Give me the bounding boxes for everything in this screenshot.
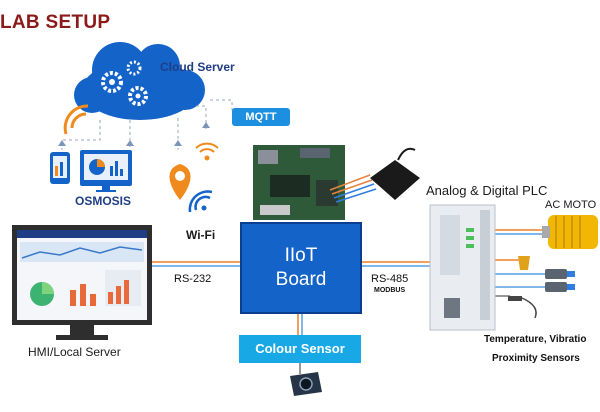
sensor-devices-image: [508, 256, 575, 319]
wifi-signal-icon: [63, 104, 89, 135]
sensors-line1: Temperature, Vibratio: [484, 334, 587, 345]
iiot-board-line2: Board: [275, 269, 327, 290]
gateway-device-image: [370, 147, 420, 200]
cloud-server-label: Cloud Server: [160, 60, 235, 74]
iiot-board-box: IIoT Board: [240, 222, 362, 314]
arrow-icons: [58, 122, 210, 146]
motor-label: AC MOTO: [545, 199, 597, 211]
plc-label: Analog & Digital PLC: [426, 183, 548, 198]
iiot-board-line1: IIoT: [284, 245, 318, 266]
hmi-label: HMI/Local Server: [28, 345, 121, 359]
tablet-icon: [50, 152, 70, 184]
motor-icon: [542, 215, 598, 249]
wifi-label: Wi-Fi: [186, 228, 216, 242]
page-title: LAB SETUP: [0, 12, 111, 33]
location-wifi-icon: [169, 142, 219, 213]
hmi-monitor-image: [12, 225, 152, 340]
plc-device-image: [429, 204, 496, 331]
sensors-line2: Proximity Sensors: [492, 353, 580, 364]
rs485-connection: [362, 261, 430, 267]
monitor-chart-icon: [80, 150, 132, 192]
circuit-board-image: [253, 145, 377, 220]
colour-sensor-box: Colour Sensor: [239, 335, 361, 363]
colour-sensor-connection: [297, 314, 303, 335]
plc-sensor-connection: [495, 259, 545, 297]
rs232-connection: [152, 261, 240, 267]
cloud-gear-icon: [74, 42, 205, 120]
osmosis-label: OSMOSIS: [75, 194, 132, 208]
plc-motor-connection: [495, 229, 548, 235]
camera-sensor-icon: [290, 372, 322, 396]
rs485-label: RS-485: [371, 273, 409, 285]
mqtt-badge: MQTT: [232, 108, 290, 126]
rs232-label: RS-232: [174, 273, 212, 285]
modbus-label: MODBUS: [374, 287, 406, 294]
